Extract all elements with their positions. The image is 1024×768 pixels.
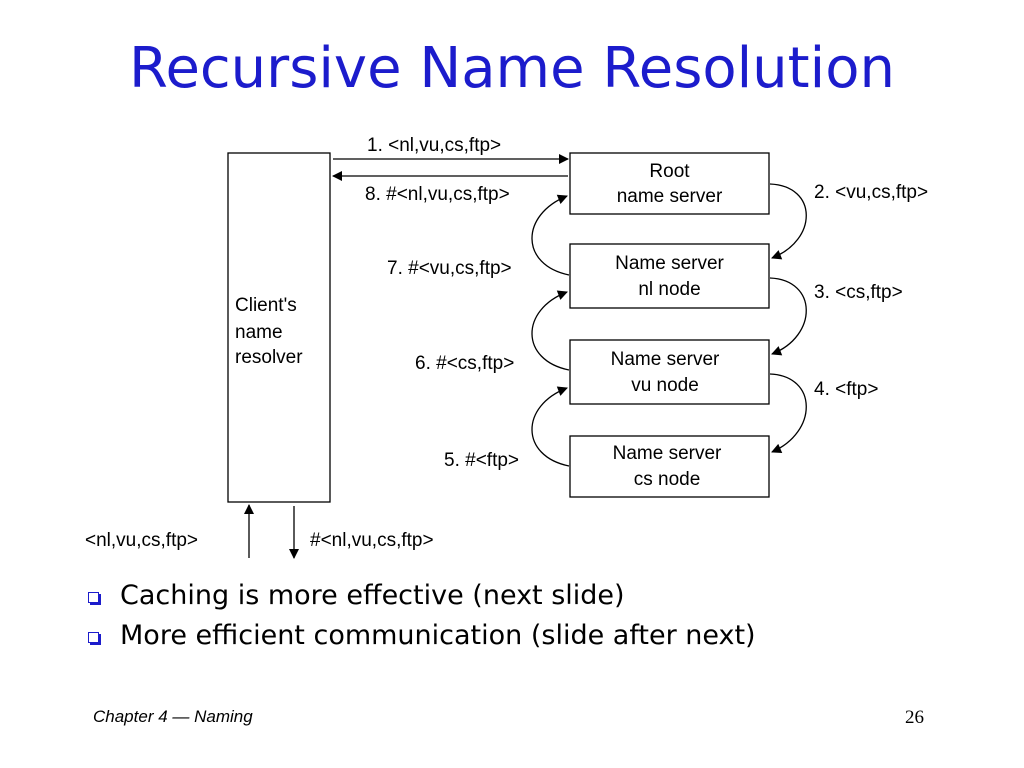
cs-server-box: Name server cs node <box>569 435 770 498</box>
bullet-text: More efficient communication (slide afte… <box>120 620 756 651</box>
down-arrow-3 <box>769 277 807 356</box>
root-server-box: Root name server <box>569 152 770 215</box>
up-arrow-label-5: 5. #<ftp> <box>444 450 519 471</box>
down-arrow-2 <box>769 183 807 260</box>
client-label-line-2: name <box>235 322 283 343</box>
vu-server-label-1: Name server <box>611 349 720 370</box>
bullet-item: Caching is more effective (next slide) <box>88 580 756 611</box>
client-label-line-1: Client's <box>235 295 297 316</box>
vu-server-label-2: vu node <box>631 375 699 396</box>
nl-server-label-2: nl node <box>638 279 700 300</box>
reply-arrow-label: 8. #<nl,vu,cs,ftp> <box>365 184 510 205</box>
down-arrow-4 <box>769 373 807 453</box>
client-label-line-3: resolver <box>235 347 303 368</box>
client-resolver-box: Client's name resolver <box>227 152 331 503</box>
root-server-label-2: name server <box>617 186 723 207</box>
square-bullet-icon <box>88 592 99 603</box>
bullet-item: More efficient communication (slide afte… <box>88 620 756 651</box>
nl-server-label-1: Name server <box>615 253 724 274</box>
cs-server-label-1: Name server <box>613 443 722 464</box>
down-arrow-label-3: 3. <cs,ftp> <box>814 282 903 303</box>
up-arrow-label-6: 6. #<cs,ftp> <box>415 353 514 374</box>
request-arrow-label: 1. <nl,vu,cs,ftp> <box>367 135 501 156</box>
up-arrow-label-7: 7. #<vu,cs,ftp> <box>387 258 512 279</box>
down-arrow-label-4: 4. <ftp> <box>814 379 878 400</box>
root-server-label-1: Root <box>649 161 690 182</box>
up-arrow-7 <box>531 194 570 276</box>
bullet-text: Caching is more effective (next slide) <box>120 580 625 611</box>
slide-title: Recursive Name Resolution <box>129 36 895 101</box>
square-bullet-icon <box>88 632 99 643</box>
vu-server-box: Name server vu node <box>569 339 770 405</box>
page-number: 26 <box>905 707 924 728</box>
up-arrow-5 <box>531 386 570 467</box>
bullet-list: Caching is more effective (next slide) M… <box>88 580 756 660</box>
input-arrow-label: <nl,vu,cs,ftp> <box>85 530 198 551</box>
cs-server-label-2: cs node <box>634 469 701 490</box>
down-arrow-label-2: 2. <vu,cs,ftp> <box>814 182 928 203</box>
nl-server-box: Name server nl node <box>569 243 770 309</box>
footer-chapter: Chapter 4 — Naming <box>93 707 253 726</box>
output-arrow-label: #<nl,vu,cs,ftp> <box>310 530 434 551</box>
up-arrow-6 <box>531 290 570 371</box>
